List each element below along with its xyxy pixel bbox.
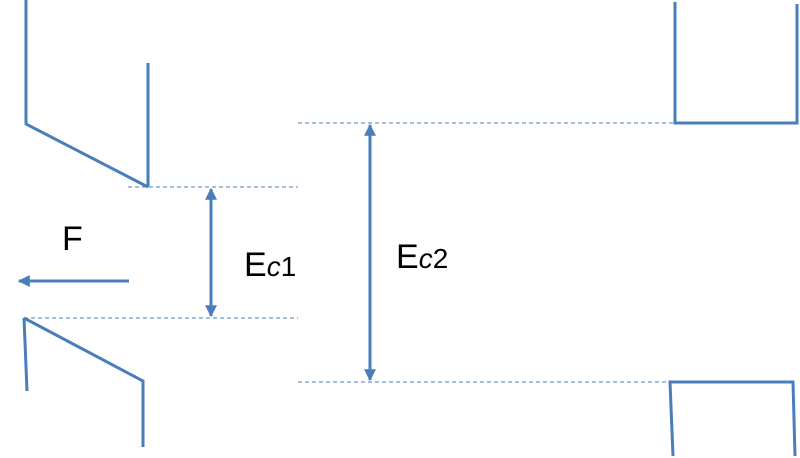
left-upper-die	[24, 0, 149, 189]
right-lower-die	[668, 380, 797, 457]
right-upper-die	[673, 2, 799, 125]
ec2-label-sub-italic: c	[419, 243, 433, 274]
ec2-label-main: E	[396, 238, 419, 276]
force-label: F	[62, 220, 83, 258]
left-lower-die	[23, 316, 145, 447]
ec1-label-main: E	[244, 246, 267, 284]
left-lower-die-edge	[22, 317, 29, 392]
ec1-label: Ec1	[244, 246, 296, 284]
ec1-label-sub-italic: c	[267, 251, 281, 282]
ec2-label-sub-num: 2	[433, 243, 449, 274]
ec1-label-sub-num: 1	[281, 251, 297, 282]
ec2-label: Ec2	[396, 238, 448, 276]
